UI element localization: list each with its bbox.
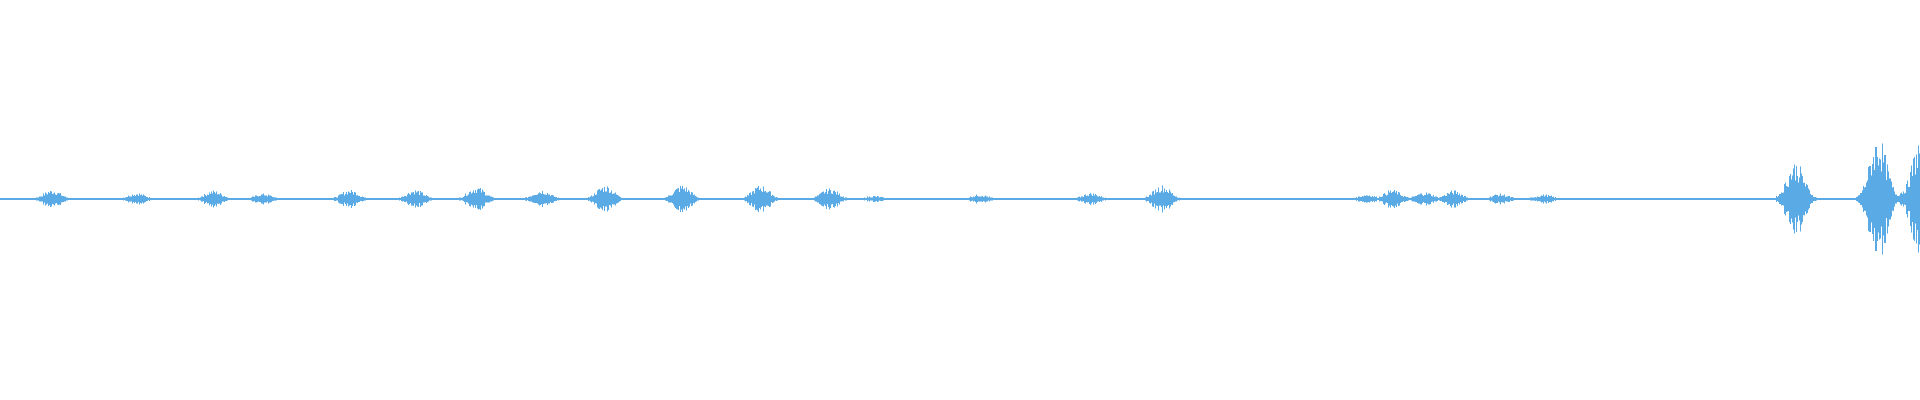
waveform-samples <box>0 143 1920 255</box>
